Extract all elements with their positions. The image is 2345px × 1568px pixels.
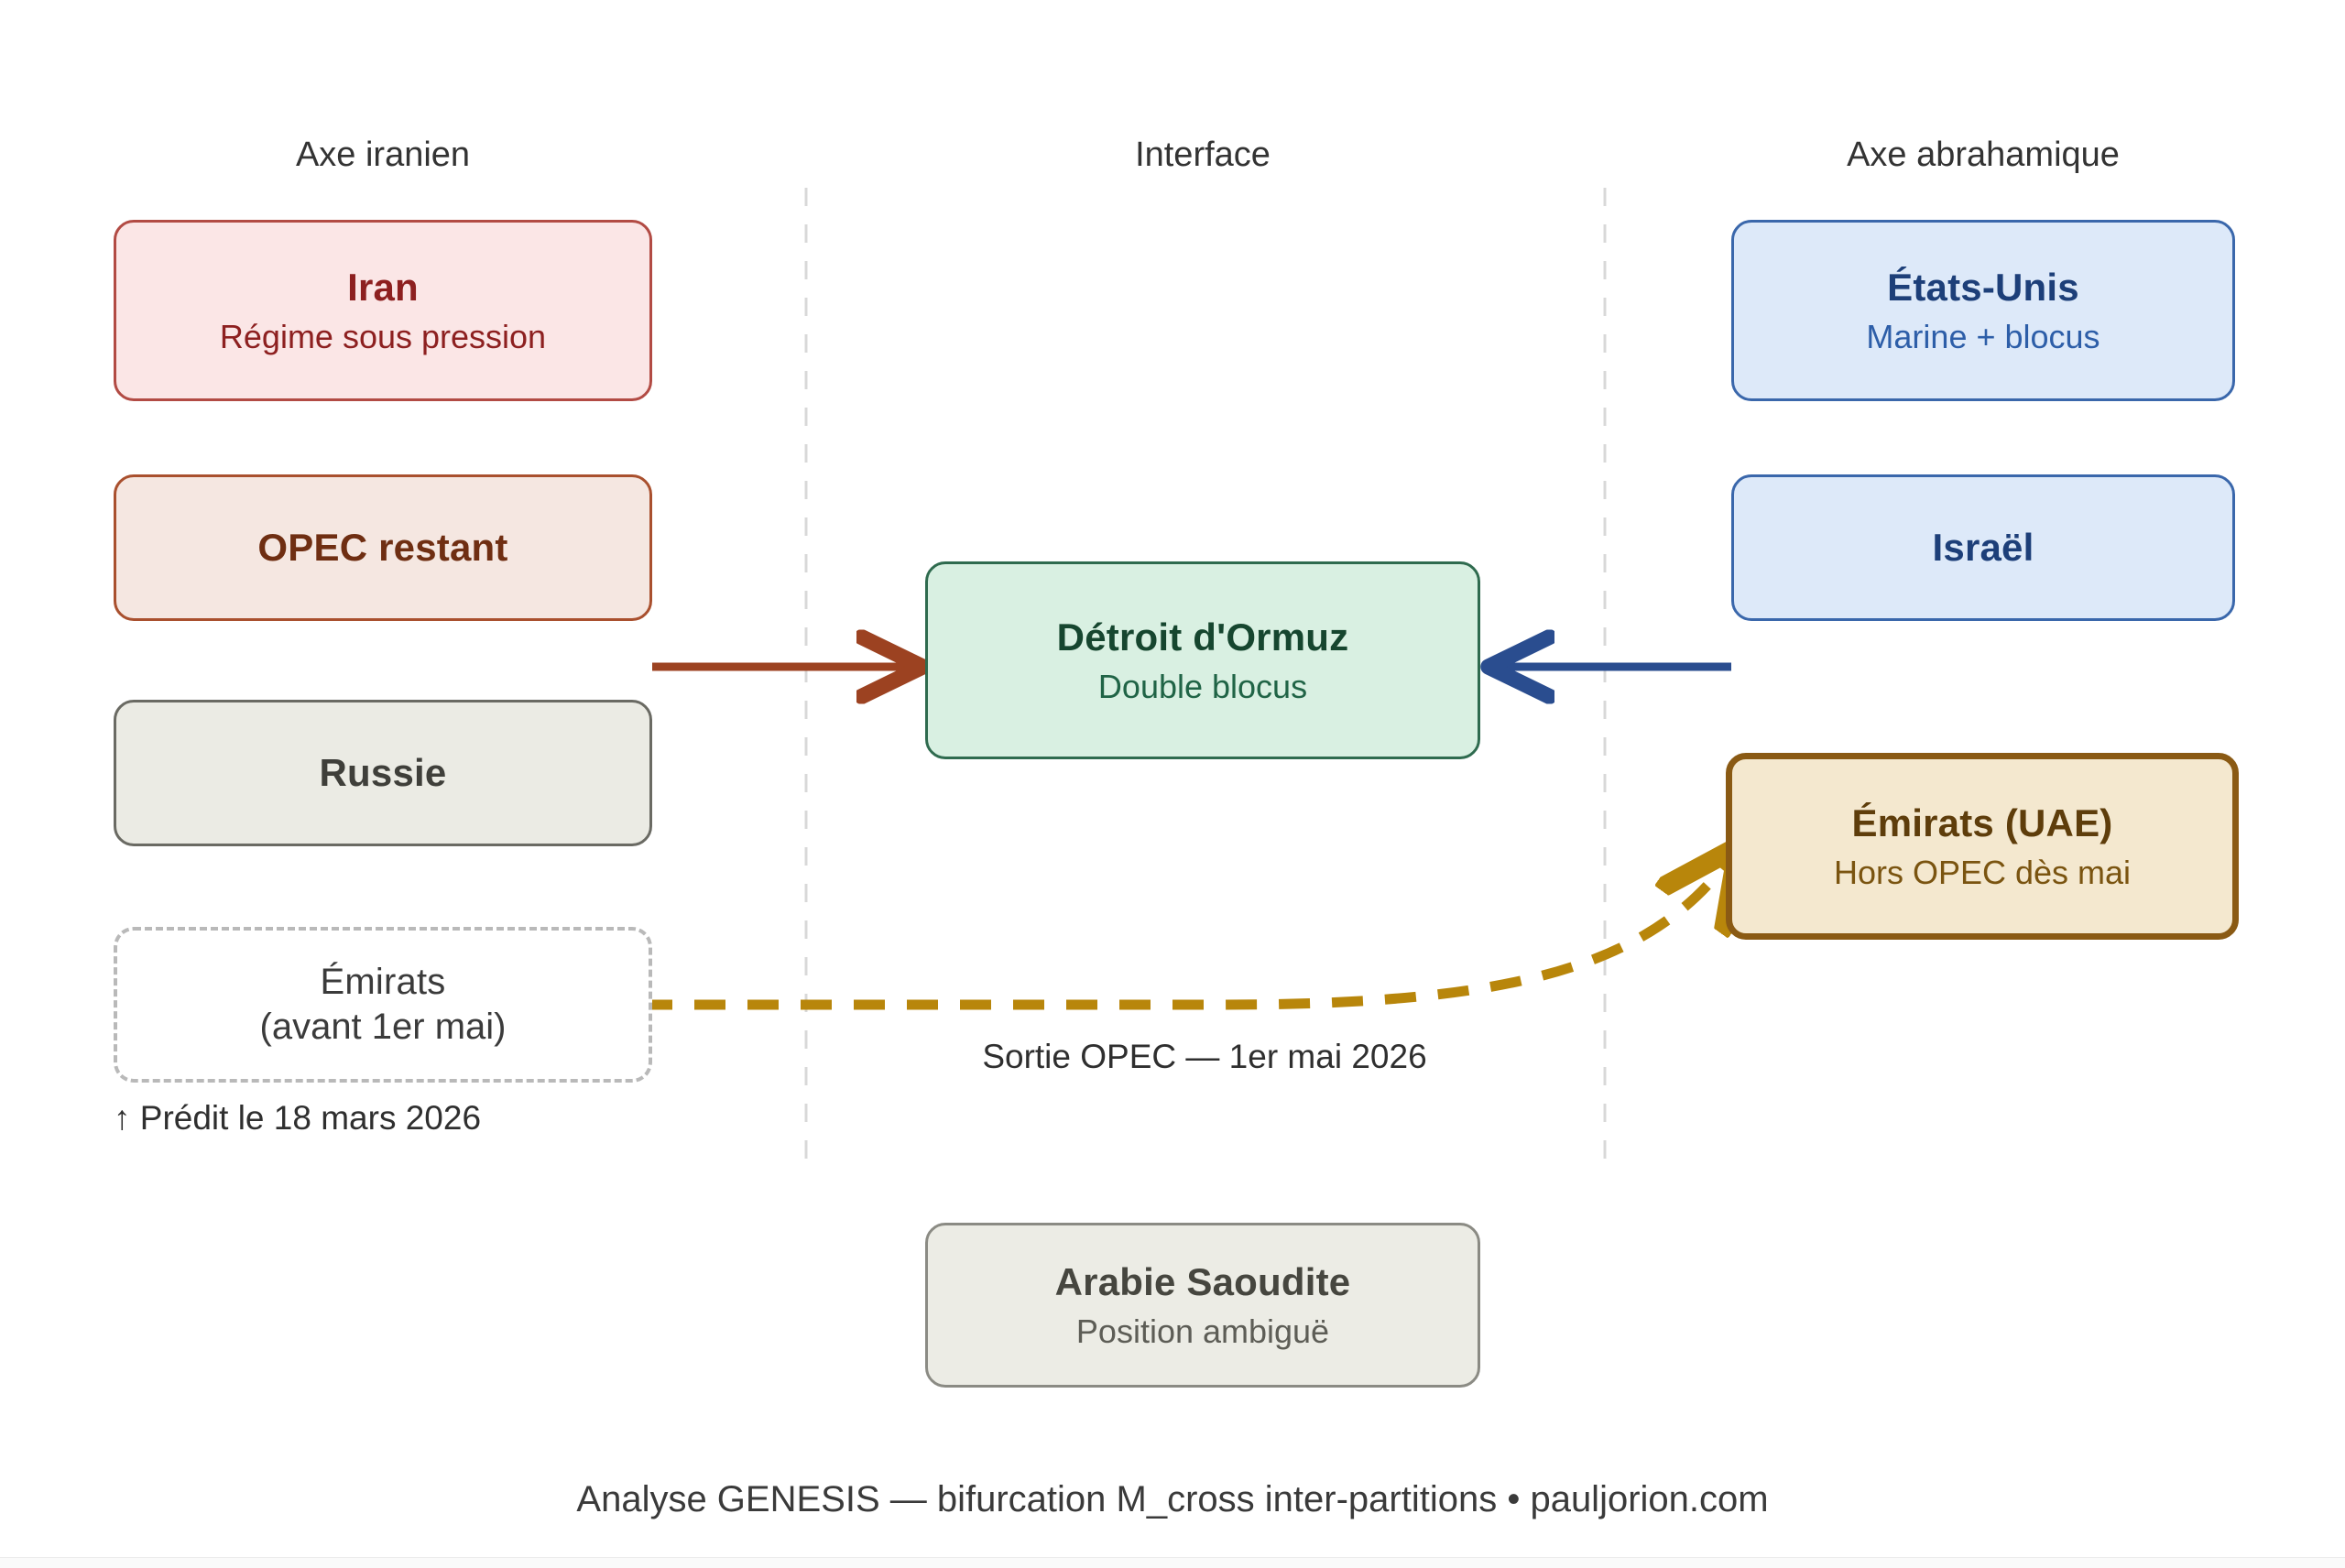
node-russie[interactable]: Russie [114,700,652,846]
node-iran[interactable]: Iran Régime sous pression [114,220,652,401]
node-detroit-ormuz-subtitle: Double blocus [1097,667,1308,705]
node-arabie-saoudite[interactable]: Arabie Saoudite Position ambiguë [925,1223,1480,1388]
node-emirats-uae-subtitle: Hors OPEC dès mai [1833,853,2132,891]
node-russie-title: Russie [319,751,447,795]
node-iran-title: Iran [347,265,419,309]
bottom-rule [0,1557,2345,1568]
node-emirats-avant-title: Émirats [320,961,446,1002]
column-header-iranien: Axe iranien [295,136,471,174]
column-header-interface: Interface [1135,136,1271,174]
node-emirats-uae[interactable]: Émirats (UAE) Hors OPEC dès mai [1726,753,2239,940]
node-detroit-ormuz-title: Détroit d'Ormuz [1056,615,1349,659]
node-opec-restant-title: OPEC restant [257,526,508,570]
prediction-note: ↑ Prédit le 18 mars 2026 [114,1099,482,1137]
node-emirats-uae-title: Émirats (UAE) [1851,800,2113,844]
node-arabie-saoudite-subtitle: Position ambiguë [1075,1312,1330,1350]
edge-uae-transition [641,856,1731,1010]
node-detroit-ormuz[interactable]: Détroit d'Ormuz Double blocus [925,561,1480,759]
column-header-abrahamique: Axe abrahamique [1847,136,2120,174]
node-opec-restant[interactable]: OPEC restant [114,474,652,621]
node-emirats-avant-subtitle: (avant 1er mai) [259,1007,507,1047]
node-arabie-saoudite-title: Arabie Saoudite [1054,1259,1351,1303]
node-etats-unis-title: États-Unis [1887,265,2079,309]
node-etats-unis-subtitle: Marine + blocus [1866,317,2100,355]
node-iran-subtitle: Régime sous pression [219,317,547,355]
edge-label-sortie-opec: Sortie OPEC — 1er mai 2026 [982,1038,1427,1075]
node-israel-title: Israël [1932,526,2034,570]
node-israel[interactable]: Israël [1731,474,2235,621]
node-etats-unis[interactable]: États-Unis Marine + blocus [1731,220,2235,401]
footer-caption: Analyse GENESIS — bifurcation M_cross in… [576,1479,1769,1519]
node-emirats-avant[interactable]: Émirats (avant 1er mai) [114,927,652,1083]
